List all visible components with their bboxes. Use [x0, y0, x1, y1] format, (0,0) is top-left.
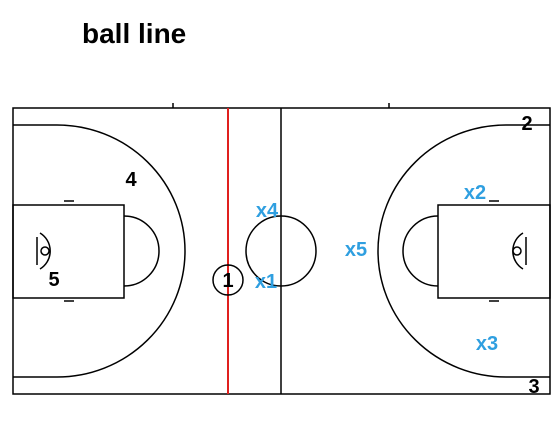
right-key: [437, 204, 551, 299]
left-key: [12, 204, 125, 299]
defense-player-x3: x3: [476, 333, 498, 355]
left-three-point-line: [13, 124, 186, 378]
defense-player-x4: x4: [256, 200, 279, 222]
defense-player-x5: x5: [345, 239, 367, 261]
offense-player-4: 4: [125, 169, 137, 191]
left-restricted-arc: [39, 232, 51, 270]
offense-player-1: 1: [222, 270, 233, 292]
defense-player-x2: x2: [464, 182, 486, 204]
right-three-point-line: [377, 124, 550, 378]
defense-player-x1: x1: [255, 271, 277, 293]
offense-player-5: 5: [48, 269, 59, 291]
left-free-throw-circle: [123, 215, 160, 287]
right-rim: [512, 246, 522, 256]
defense-players: x1 x2 x3 x4 x5: [255, 182, 498, 355]
offense-player-3: 3: [528, 376, 539, 398]
ball-handler-circle: [212, 264, 244, 296]
diagram-title: ball line: [82, 18, 187, 49]
offense-player-2: 2: [521, 113, 532, 135]
left-rim: [40, 246, 50, 256]
court-lines: [12, 103, 551, 395]
offense-players: 1 2 3 4 5: [48, 113, 539, 398]
right-free-throw-circle: [402, 215, 439, 287]
center-circle: [245, 215, 317, 287]
